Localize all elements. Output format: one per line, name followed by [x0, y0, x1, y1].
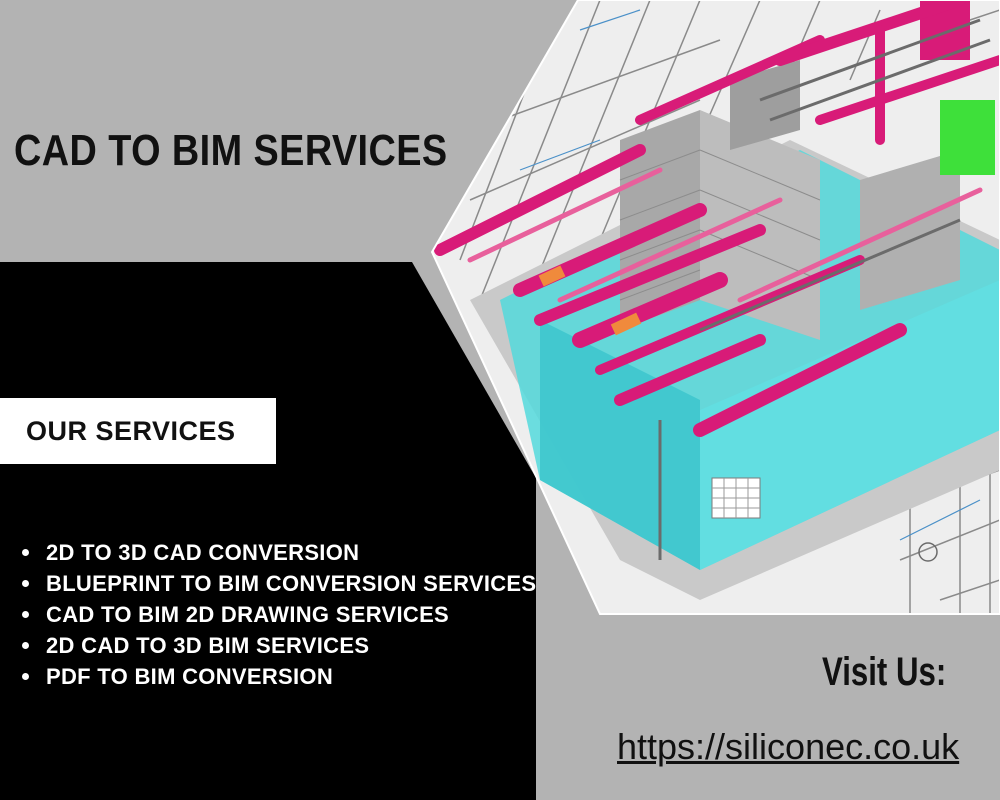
service-label: CAD TO BIM 2D DRAWING SERVICES	[46, 602, 450, 627]
website-link[interactable]: https://siliconec.co.uk	[617, 726, 960, 767]
bullet-icon	[22, 580, 29, 587]
list-item: 2D CAD TO 3D BIM SERVICES	[22, 630, 536, 661]
services-list: 2D TO 3D CAD CONVERSION BLUEPRINT TO BIM…	[22, 537, 536, 692]
services-heading-badge: OUR SERVICES	[0, 398, 276, 464]
visit-us-label: Visit Us:	[822, 650, 947, 694]
list-item: BLUEPRINT TO BIM CONVERSION SERVICES	[22, 568, 536, 599]
service-label: PDF TO BIM CONVERSION	[46, 664, 334, 689]
list-item: CAD TO BIM 2D DRAWING SERVICES	[22, 599, 536, 630]
services-heading: OUR SERVICES	[26, 415, 236, 446]
bullet-icon	[22, 611, 29, 618]
list-item: PDF TO BIM CONVERSION	[22, 661, 536, 692]
page-title: CAD TO BIM SERVICES	[14, 126, 448, 175]
bullet-icon	[22, 549, 29, 556]
bullet-icon	[22, 642, 29, 649]
list-item: 2D TO 3D CAD CONVERSION	[22, 537, 536, 568]
service-label: 2D CAD TO 3D BIM SERVICES	[46, 633, 370, 658]
service-label: 2D TO 3D CAD CONVERSION	[46, 540, 360, 565]
bullet-icon	[22, 673, 29, 680]
service-label: BLUEPRINT TO BIM CONVERSION SERVICES	[46, 571, 537, 596]
